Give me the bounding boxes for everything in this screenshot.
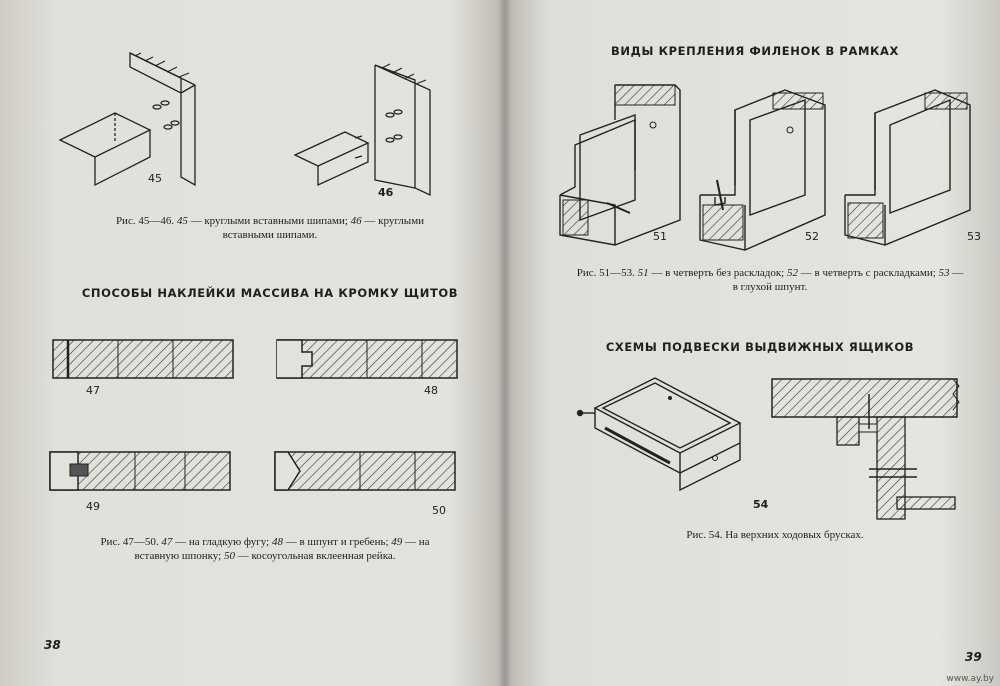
right-page: ВИДЫ КРЕПЛЕНИЯ ФИЛЕНОК В РАМКАХ 51: [505, 0, 1000, 686]
fig-53-label: 53: [967, 230, 981, 243]
caption-text: — в четверть без раскладок;: [648, 267, 787, 279]
figure-54-drawer: [576, 377, 742, 492]
caption-ref: 52: [787, 267, 798, 279]
fig-48-label: 48: [424, 384, 438, 397]
caption-ref: 53: [938, 267, 950, 279]
heading-panel-fixing: ВИДЫ КРЕПЛЕНИЯ ФИЛЕНОК В РАМКАХ: [611, 44, 899, 58]
caption-fig-51-53: Рис. 51—53. 51 — в четверть без раскладо…: [575, 266, 965, 294]
figure-50-bevel-strip: [274, 451, 456, 491]
left-page: 45 46 Рис. 45—46. 45 — круглыми вставным…: [44, 51, 459, 652]
caption-text: — косоугольная вклеенная рейка.: [234, 550, 396, 562]
heading-edge-banding: СПОСОБЫ НАКЛЕЙКИ МАССИВА НА КРОМКУ ЩИТОВ: [81, 286, 459, 300]
caption-text: Рис. 47—50.: [100, 536, 162, 548]
caption-ref: 51: [637, 267, 649, 279]
caption-fig-54: Рис. 54. На верхних ходовых брусках.: [686, 529, 864, 541]
figure-51-panel-rebate: [559, 84, 681, 246]
caption-ref: 48: [271, 536, 283, 548]
caption-text: — в глухой шпунт.: [732, 267, 964, 293]
caption-text: — круглыми вставными шипами.: [222, 215, 425, 241]
caption-text: Рис. 45—46.: [115, 215, 177, 227]
fig-52-label: 52: [805, 230, 819, 243]
fig-45-label: 45: [148, 172, 162, 185]
page-number-right: 39: [965, 650, 982, 664]
heading-drawer-suspension: СХЕМЫ ПОДВЕСКИ ВЫДВИЖНЫХ ЯЩИКОВ: [605, 340, 915, 354]
caption-fig-47-50: Рис. 47—50. 47 — на гладкую фугу; 48 — в…: [80, 535, 450, 563]
fig-46-label: 46: [378, 186, 394, 199]
caption-text: — на гладкую фугу;: [172, 536, 272, 548]
fig-51-label: 51: [653, 230, 667, 243]
fig-47-label: 47: [86, 384, 100, 397]
caption-ref: 49: [391, 536, 403, 548]
caption-ref: 50: [223, 550, 235, 562]
caption-text: — на вставную шпонку;: [134, 536, 430, 562]
caption-text: — в шпунт и гребень;: [282, 536, 392, 548]
watermark: www.ay.by: [946, 674, 994, 684]
figure-48-tongue-groove: [276, 339, 458, 379]
caption-fig-45-46: Рис. 45—46. 45 — круглыми вставными шипа…: [100, 214, 440, 242]
caption-text: — круглыми вставными шипами;: [187, 215, 351, 227]
page-number-left: 38: [44, 638, 61, 652]
figure-45-dowel-joint: [58, 51, 196, 187]
figure-54-section: [771, 378, 960, 520]
figure-52-panel-rebate-beads: [699, 89, 826, 251]
figure-46-dowel-joint: [293, 63, 431, 197]
caption-ref: 45: [176, 215, 188, 227]
caption-text: — в четверть с раскладками;: [798, 267, 939, 279]
figure-53-blind-groove: [844, 89, 971, 246]
figure-49-inserted-spline: [49, 451, 231, 491]
fig-50-label: 50: [432, 504, 446, 517]
caption-ref: 47: [161, 536, 173, 548]
fig-49-label: 49: [86, 500, 100, 513]
caption-ref: 46: [350, 215, 362, 227]
fig-54-label: 54: [753, 498, 769, 511]
caption-text: Рис. 51—53.: [576, 267, 638, 279]
figure-47-smooth-joint: [52, 339, 234, 379]
book-gutter: [498, 0, 512, 686]
